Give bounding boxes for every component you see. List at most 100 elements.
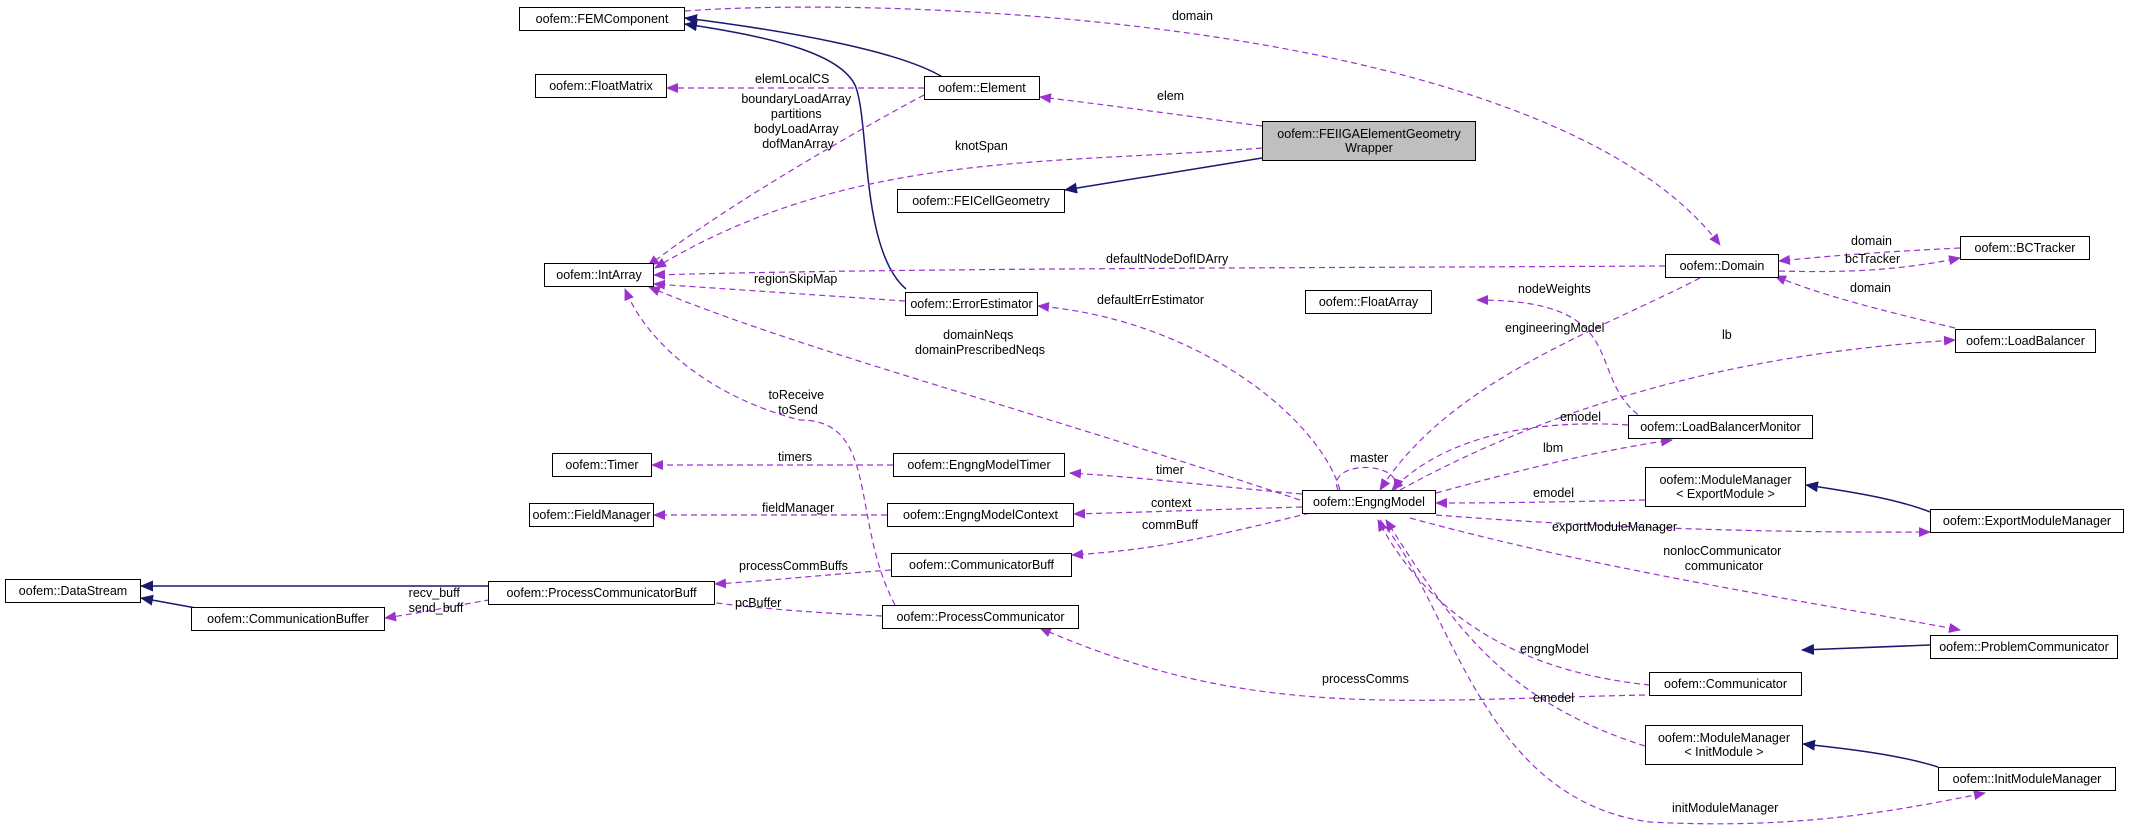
node-init-module-manager[interactable]: oofem::InitModuleManager [1938,767,2116,791]
edge-master [1335,467,1404,491]
edge-elem [1039,93,1263,127]
node-label: oofem::EngngModel [1313,495,1425,509]
edge-exportmodulemanager [1435,514,1931,538]
node-module-manager-export[interactable]: oofem::ModuleManager< ExportModule > [1645,467,1806,507]
node-label: oofem::Element [938,81,1026,95]
edge-commbuff [1071,512,1311,560]
edge-initmodulemanager [1379,519,1986,825]
node-process-communicator-buff[interactable]: oofem::ProcessCommunicatorBuff [488,581,715,605]
node-timer[interactable]: oofem::Timer [552,453,652,477]
label-commbuff: commBuff [1142,518,1199,532]
label-emodel-mme: emodel [1533,486,1574,500]
label-emodel-mmi: emodel [1533,691,1574,705]
label-elemlocalcs: elemLocalCS [755,72,829,86]
label-timer: timer [1156,463,1184,477]
node-int-array[interactable]: oofem::IntArray [544,263,654,287]
label-fieldmanager: fieldManager [762,501,834,515]
label-lb-domain: domain [1850,281,1891,295]
node-engng-model-context[interactable]: oofem::EngngModelContext [887,503,1074,527]
label-engineeringmodel: engineeringModel [1505,321,1604,335]
edge-lbm-emodel [1391,423,1629,491]
node-domain[interactable]: oofem::Domain [1665,254,1779,278]
node-label: oofem::EngngModelContext [903,508,1058,522]
node-label-line-1: oofem::FEIIGAElementGeometry [1277,127,1461,141]
label-context: context [1151,496,1192,510]
node-label: oofem::Timer [565,458,639,472]
node-label: oofem::LoadBalancer [1966,334,2085,348]
node-field-manager[interactable]: oofem::FieldManager [529,503,654,527]
edge-knotspan [654,147,1263,269]
node-module-manager-init[interactable]: oofem::ModuleManager< InitModule > [1645,725,1803,765]
node-label-line-2: Wrapper [1345,141,1393,155]
edge-communicator-engngmodel [1377,519,1651,686]
edge-context [1073,506,1303,519]
label-element-arrays: boundaryLoadArray partitions bodyLoadArr… [741,92,854,151]
node-label: oofem::ErrorEstimator [910,297,1033,311]
edge-regionskipmap [653,279,906,302]
node-label-line-2: < InitModule > [1684,745,1764,759]
node-communicator-buff[interactable]: oofem::CommunicatorBuff [891,553,1072,577]
node-label: oofem::DataStream [18,584,128,598]
edge-element-intarray [647,94,925,267]
label-processcomms: processComms [1322,672,1409,686]
node-label: oofem::InitModuleManager [1952,772,2102,786]
edge-moduleexport-to-exportmanager [1805,481,1934,514]
label-initmodulemanager: initModuleManager [1672,801,1778,815]
edge-communicationbuffer-to-datastream [140,594,197,609]
node-problem-communicator[interactable]: oofem::ProblemCommunicator [1930,635,2118,659]
edge-nonloc [1409,517,1961,633]
node-export-module-manager[interactable]: oofem::ExportModuleManager [1930,509,2124,533]
node-communicator[interactable]: oofem::Communicator [1649,672,1802,696]
label-recvsend: recv_buff send_buff [409,586,464,615]
node-engng-model-timer[interactable]: oofem::EngngModelTimer [893,453,1065,477]
edge-domain-femcomponent [684,6,1721,246]
node-fem-component[interactable]: oofem::FEMComponent [519,7,685,31]
edge-processcomms [1039,627,1646,701]
edge-loadbalancer-domain [1774,275,1956,329]
edge-moduleinit-emodel [1385,519,1646,747]
edge-defaulterrestimator [1037,301,1341,491]
label-engngmodel: engngModel [1520,642,1589,656]
edge-lb [1399,335,1956,491]
node-label: oofem::FieldManager [532,508,651,522]
edge-nodeweights [1476,295,1647,421]
label-elem: elem [1157,89,1184,103]
label-exportmodulemanager: exportModuleManager [1552,520,1677,534]
label-master: master [1350,451,1388,465]
node-error-estimator[interactable]: oofem::ErrorEstimator [905,292,1038,316]
node-label: oofem::CommunicationBuffer [207,612,369,626]
node-label: oofem::ExportModuleManager [1942,514,2112,528]
node-label-line-2: < ExportModule > [1676,487,1775,501]
label-lbm: lbm [1543,441,1563,455]
node-fei-cell-geometry[interactable]: oofem::FEICellGeometry [897,189,1065,213]
label-nodeweights: nodeWeights [1518,282,1591,296]
node-float-matrix[interactable]: oofem::FloatMatrix [535,74,667,98]
edge-feiiga-to-feicellgeometry [1064,157,1263,194]
node-communication-buffer[interactable]: oofem::CommunicationBuffer [191,607,385,631]
node-label: oofem::ProcessCommunicatorBuff [506,586,697,600]
label-bct-domain: domain [1851,234,1892,248]
node-bc-tracker[interactable]: oofem::BCTracker [1960,236,2090,260]
edge-element-to-femcomponent [684,14,945,79]
label-timers: timers [778,450,812,464]
node-engng-model[interactable]: oofem::EngngModel [1302,490,1436,514]
edge-domain-bctracker [1778,255,1961,273]
label-lb: lb [1722,328,1732,342]
node-element[interactable]: oofem::Element [924,76,1040,100]
node-label: oofem::BCTracker [1974,241,2076,255]
label-regionskipmap: regionSkipMap [754,272,837,286]
node-load-balancer[interactable]: oofem::LoadBalancer [1955,329,2096,353]
label-knotspan: knotSpan [955,139,1008,153]
label-pcbuffer: pcBuffer [735,596,781,610]
node-process-communicator[interactable]: oofem::ProcessCommunicator [882,605,1079,629]
label-domainneqs: domainNeqs domainPrescribedNeqs [915,328,1045,357]
node-load-balancer-monitor[interactable]: oofem::LoadBalancerMonitor [1628,415,1813,439]
node-label: oofem::LoadBalancerMonitor [1640,420,1801,434]
node-data-stream[interactable]: oofem::DataStream [5,579,141,603]
edge-module-export-emodel [1435,497,1646,508]
edge-domainneqs [648,286,1301,501]
node-float-array[interactable]: oofem::FloatArray [1305,290,1432,314]
edge-recvsend [384,593,531,622]
